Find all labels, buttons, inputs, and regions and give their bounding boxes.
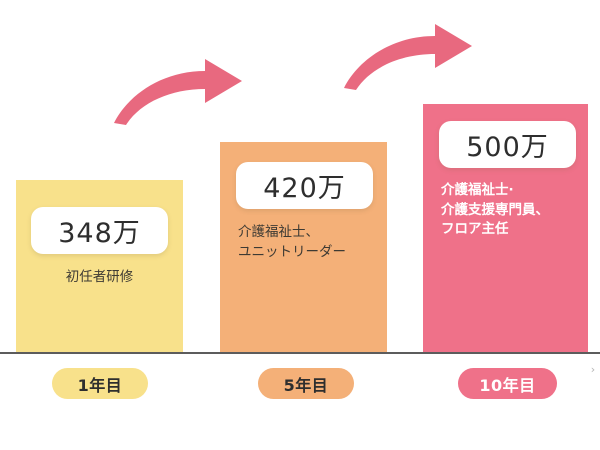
- bar-year-1: 348万 初任者研修: [16, 180, 183, 352]
- bar-year-5: 420万 介護福祉士、 ユニットリーダー: [220, 142, 387, 352]
- role-label-year-10: 介護福祉士· 介護支援専門員、 フロア主任: [441, 182, 549, 238]
- x-axis-label-year-10: 10年目: [458, 368, 557, 399]
- x-axis-label-year-5: 5年目: [258, 368, 354, 399]
- value-label-year-1: 348万: [31, 207, 168, 254]
- growth-arrow-1-to-5: [114, 59, 242, 125]
- growth-arrow-5-to-10: [344, 24, 472, 90]
- axis-end-marker-icon: ›: [590, 363, 596, 376]
- bar-year-10: 500万 介護福祉士· 介護支援専門員、 フロア主任: [423, 104, 588, 352]
- value-label-year-10: 500万: [439, 121, 576, 168]
- baseline-axis: [0, 352, 600, 354]
- role-label-year-1: 初任者研修: [65, 269, 134, 285]
- x-axis-label-year-1: 1年目: [52, 368, 148, 399]
- role-label-year-5: 介護福祉士、 ユニットリーダー: [238, 224, 346, 260]
- value-label-year-5: 420万: [236, 162, 373, 209]
